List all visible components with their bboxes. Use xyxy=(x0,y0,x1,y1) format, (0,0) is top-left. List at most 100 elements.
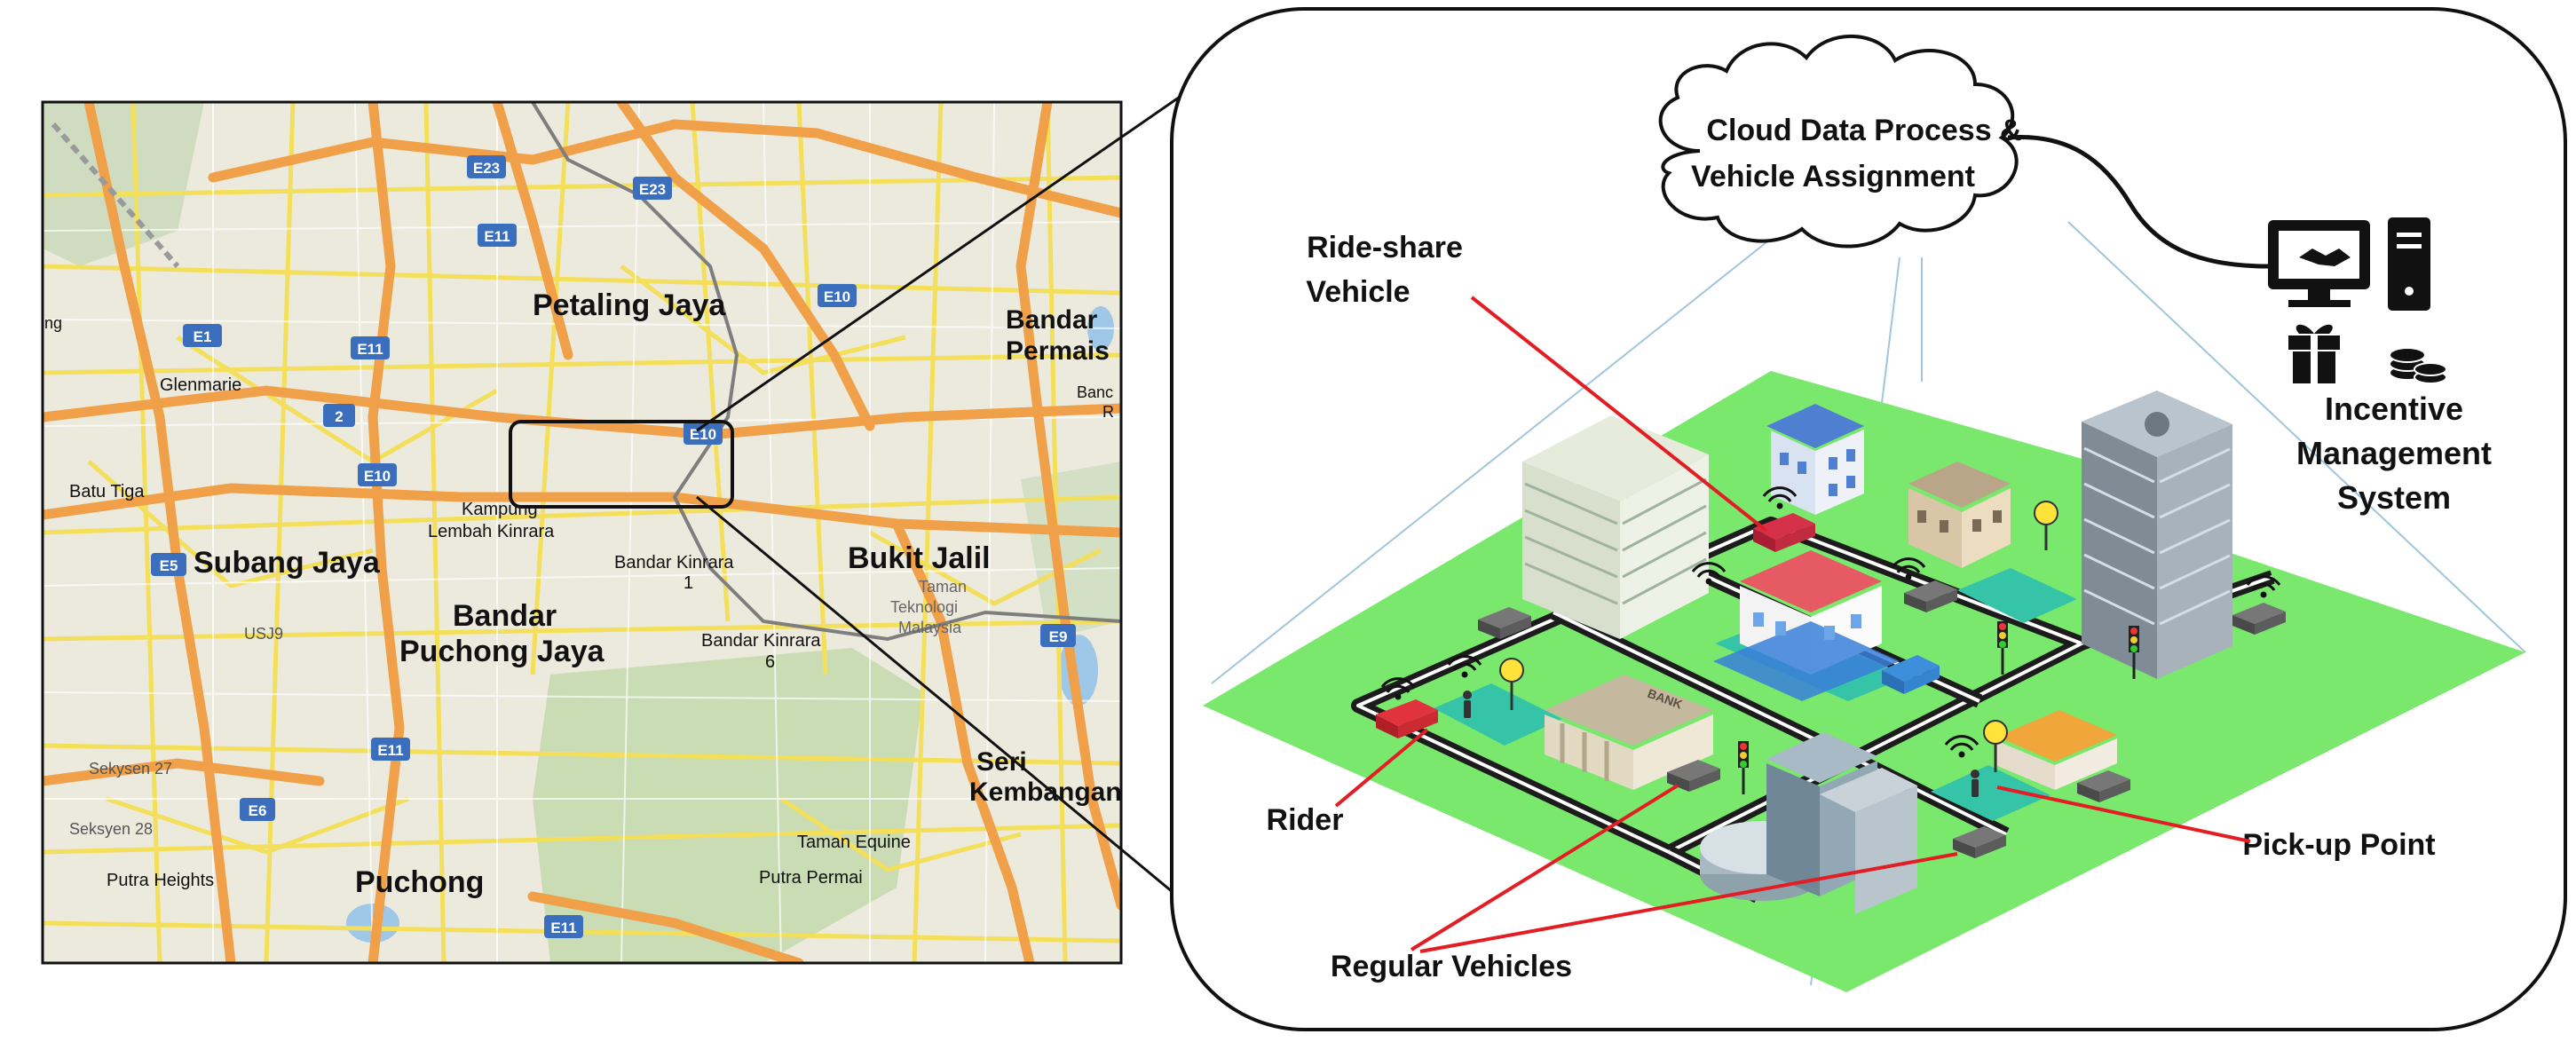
park-area xyxy=(533,648,923,963)
svg-text:E9: E9 xyxy=(1049,628,1068,645)
blue-car xyxy=(1882,655,1940,694)
place-name: 6 xyxy=(765,652,775,672)
rider-person xyxy=(1463,691,1472,718)
map-frame xyxy=(41,100,1123,965)
svg-text:E11: E11 xyxy=(484,228,510,245)
svg-text:E1: E1 xyxy=(194,328,212,345)
highway-shield: E23 xyxy=(633,177,672,200)
wifi-icon xyxy=(1891,557,1926,580)
rideshare-leader xyxy=(1470,296,1768,533)
cloud-shape xyxy=(1658,35,2019,249)
svg-text:E11: E11 xyxy=(377,742,403,759)
place-name: Teknologi xyxy=(890,598,958,616)
highway-shield: E11 xyxy=(544,915,583,938)
traffic-light xyxy=(1738,741,1749,794)
pickup-sign xyxy=(1499,658,1524,710)
wifi-icon xyxy=(1762,486,1798,509)
svg-text:E10: E10 xyxy=(690,426,716,443)
highway-shield: E11 xyxy=(478,224,517,247)
place-name: Bandar xyxy=(1006,305,1098,335)
incentive-label-line3: System xyxy=(2337,479,2451,516)
regular-car xyxy=(2232,603,2286,635)
wifi-icon xyxy=(1447,655,1482,678)
highway-shield: E11 xyxy=(371,738,410,761)
svg-text:E23: E23 xyxy=(473,160,500,177)
cloud-label-line2: Vehicle Assignment xyxy=(1691,160,1975,193)
highway-shield: E10 xyxy=(358,463,397,486)
zoom-connector-lines xyxy=(696,91,1195,912)
hospital-building xyxy=(1713,550,1900,701)
highway-shield: E11 xyxy=(351,336,390,359)
regular-car xyxy=(1904,580,1957,612)
highways xyxy=(43,102,1121,963)
traffic-light xyxy=(2129,626,2139,679)
svg-text:E11: E11 xyxy=(357,341,383,358)
place-name: Lembah Kinrara xyxy=(428,522,555,541)
incentive-label-line2: Management xyxy=(2296,435,2492,471)
place-name: Subang Jaya xyxy=(194,546,381,580)
pickup-label: Pick-up Point xyxy=(2242,828,2435,862)
place-name: Puchong xyxy=(355,865,484,899)
highway-shield: E9 xyxy=(1040,624,1076,647)
svg-text:E11: E11 xyxy=(550,920,576,936)
svg-text:E5: E5 xyxy=(160,557,178,574)
place-name: ng xyxy=(44,314,62,332)
skyscraper-left xyxy=(1522,415,1709,639)
place-name: Bandar Kinrara xyxy=(701,631,821,651)
traffic-light xyxy=(1997,621,2008,675)
highway-shield: E5 xyxy=(151,553,186,576)
regular-vehicles-label: Regular Vehicles xyxy=(1331,950,1572,983)
leader-lines xyxy=(1334,296,2251,953)
place-name: Putra Heights xyxy=(107,871,214,890)
regular-vehicles xyxy=(1478,580,2286,858)
cloud-label-line1: Cloud Data Process & xyxy=(1706,114,2021,147)
svg-text:2: 2 xyxy=(335,408,343,425)
computer-icon xyxy=(2268,217,2430,311)
place-name: Bandar Kinrara xyxy=(614,553,734,572)
regular-leader xyxy=(1410,784,1679,951)
rider-person xyxy=(1971,770,1979,797)
place-name: Batu Tiga xyxy=(69,482,145,501)
shops-building xyxy=(1997,710,2117,790)
pickup-sign xyxy=(2034,501,2058,550)
place-name: Glenmarie xyxy=(160,375,241,395)
place-name: Kampung xyxy=(462,500,538,519)
place-name: USJ9 xyxy=(244,625,283,643)
wifi-icon xyxy=(1380,677,1416,700)
place-name: Seri xyxy=(976,747,1027,777)
place-names-minor: Glenmarie Batu Tiga Kampung Lembah Kinra… xyxy=(44,314,1114,890)
wifi-icon xyxy=(1691,562,1727,585)
svg-text:E6: E6 xyxy=(249,802,267,819)
pickup-leader xyxy=(1996,785,2251,843)
place-name: Putra Permai xyxy=(759,868,863,888)
map-panel: E23 E23 E11 E10 E1 E11 2 E10 E10 E5 E11 … xyxy=(41,100,1123,965)
regular-car xyxy=(1953,826,2006,858)
house-blue xyxy=(1766,404,1864,515)
place-name: Taman Equine xyxy=(797,833,911,852)
highway-shield: E10 xyxy=(818,284,857,307)
place-name: Permais xyxy=(1006,336,1110,366)
gift-icon xyxy=(2288,324,2340,383)
park-area xyxy=(43,102,204,266)
highway-shields: E23 E23 E11 E10 E1 E11 2 E10 E10 E5 E11 … xyxy=(151,155,1076,938)
place-name: Sekysen 27 xyxy=(89,760,172,778)
vehicles xyxy=(1376,513,2286,858)
network-cable xyxy=(2007,134,2269,269)
pickup-signs xyxy=(1499,501,2058,772)
traffic-lights xyxy=(1738,621,2139,794)
rideshare-car-red xyxy=(1753,513,1815,552)
rider-leader xyxy=(1334,728,1429,808)
place-name: R xyxy=(1102,403,1114,421)
district-boundary xyxy=(531,102,1121,642)
regular-car xyxy=(1667,760,1720,792)
handshake-icon xyxy=(2299,249,2351,266)
incentive-label-line1: Incentive xyxy=(2325,391,2463,427)
place-name: Kembangan xyxy=(969,778,1122,807)
wifi-icon xyxy=(1944,735,1979,758)
place-name: Seksyen 28 xyxy=(69,820,153,838)
railway xyxy=(51,122,180,268)
place-name: Banc xyxy=(1077,383,1113,401)
svg-text:E23: E23 xyxy=(639,181,666,198)
